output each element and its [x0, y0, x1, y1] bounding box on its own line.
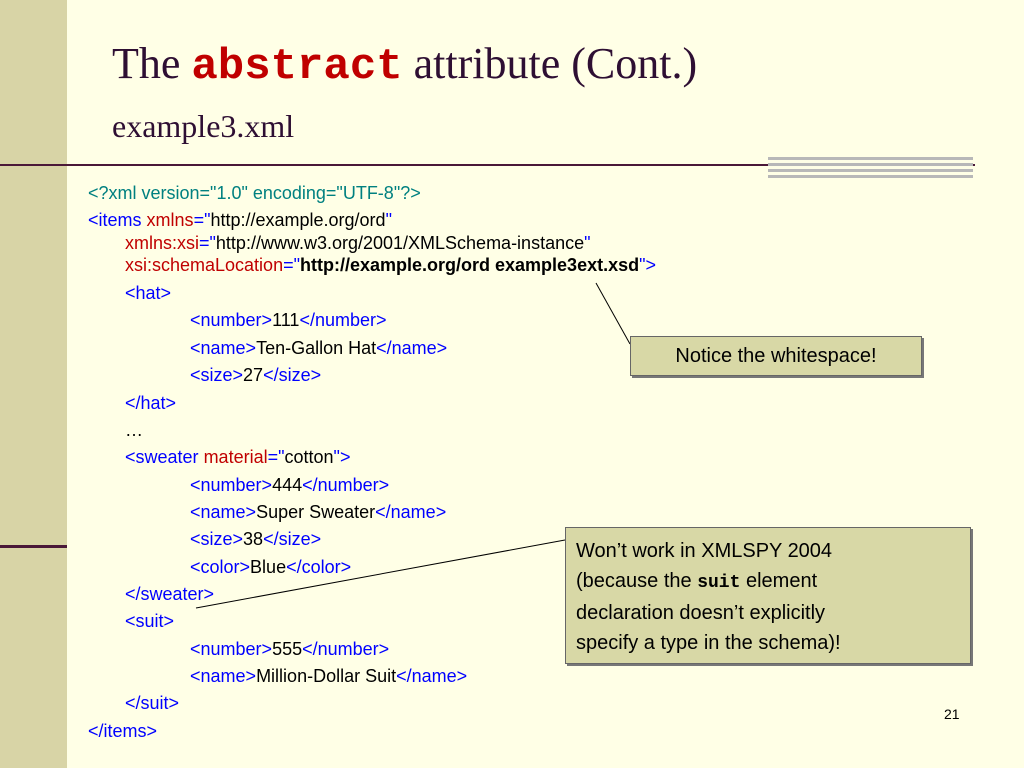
xmlspy-callout-pointer: [195, 539, 566, 609]
left-decorative-bar: [0, 0, 67, 768]
code-line-xmlns-xsi: xmlns:xsi="http://www.w3.org/2001/XMLSch…: [125, 233, 591, 253]
title-divider-line: [0, 164, 975, 166]
code-line-sweater-size: <size>38</size>: [190, 529, 322, 549]
xmlspy-callout: Won’t work in XMLSPY 2004 (because the s…: [565, 527, 971, 664]
slide-subtitle: example3.xml: [112, 108, 295, 144]
sidebar-divider-line: [0, 545, 67, 548]
code-line-hat-open: <hat>: [125, 283, 172, 303]
xmlspy-callout-line-3: declaration doesn’t explicitly: [576, 602, 826, 624]
code-line-sweater-name: <name>Super Sweater</name>: [190, 502, 447, 522]
xmlspy-callout-line-2: (because the suit element: [576, 570, 818, 593]
decorative-stripes: [768, 157, 973, 179]
title-prefix: The: [112, 39, 192, 88]
title-suffix: attribute (Cont.): [402, 39, 698, 88]
xmlspy-callout-line-4: specify a type in the schema)!: [576, 632, 841, 654]
whitespace-callout-pointer: [595, 282, 631, 345]
code-line-ellipsis: …: [125, 420, 143, 440]
suit-code-keyword: suit: [697, 573, 741, 593]
code-line-suit-name: <name>Million-Dollar Suit</name>: [190, 666, 468, 686]
whitespace-callout: Notice the whitespace!: [630, 336, 922, 376]
code-line-suit-number: <number>555</number>: [190, 639, 390, 659]
xmlspy-callout-line-1: Won’t work in XMLSPY 2004: [576, 540, 833, 562]
code-line-sweater-color: <color>Blue</color>: [190, 557, 352, 577]
code-line-hat-close: </hat>: [125, 393, 177, 413]
code-line-suit-open: <suit>: [125, 611, 175, 631]
slide-title: The abstract attribute (Cont.): [112, 39, 698, 92]
code-line-hat-number: <number>111</number>: [190, 310, 387, 330]
code-line-hat-size: <size>27</size>: [190, 365, 322, 385]
code-line-hat-name: <name>Ten-Gallon Hat</name>: [190, 338, 448, 358]
code-line-suit-close: </suit>: [125, 693, 180, 713]
code-line-sweater-close: </sweater>: [125, 584, 215, 604]
title-code-keyword: abstract: [191, 42, 403, 92]
code-line-sweater-number: <number>444</number>: [190, 475, 390, 495]
code-line-schema-location: xsi:schemaLocation="http://example.org/o…: [125, 255, 657, 275]
code-line-sweater-open: <sweater material="cotton">: [125, 447, 351, 467]
page-number: 21: [944, 706, 960, 722]
code-line-items-open: <items xmlns="http://example.org/ord": [88, 210, 392, 230]
code-line-items-close: </items>: [88, 721, 158, 741]
code-line-xml-declaration: <?xml version="1.0" encoding="UTF-8"?>: [88, 183, 421, 203]
